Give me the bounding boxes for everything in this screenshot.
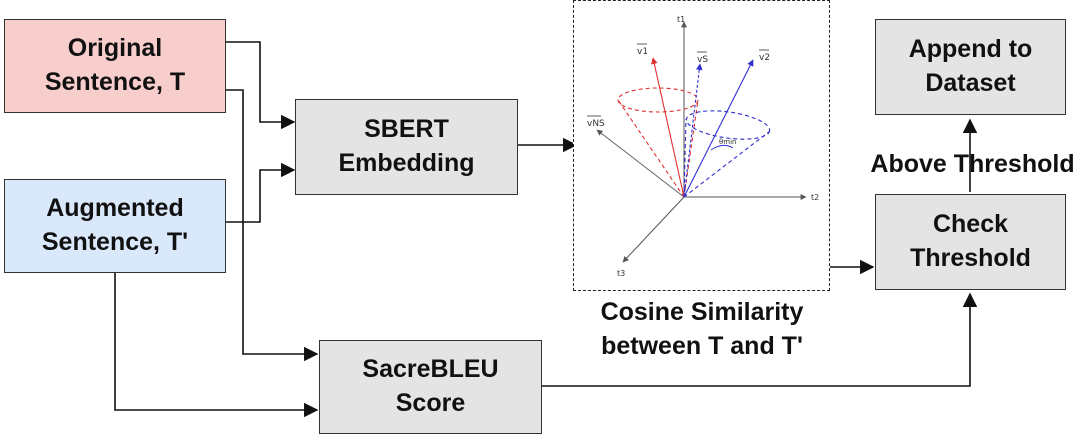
check-line1: Check xyxy=(932,210,1009,239)
sacrebleu-line2: Score xyxy=(395,389,466,417)
label-vs: vS xyxy=(697,55,708,65)
augmented-line1: Augmented xyxy=(46,194,184,223)
label-vns: vNS xyxy=(587,119,605,129)
cosine-similarity-figure: t1 t2 t3 v1 vS v2 vNS θmin xyxy=(573,0,830,291)
sacrebleu-line1: SacreBLEU xyxy=(362,355,499,384)
vector-v1 xyxy=(650,56,685,197)
edge-original-sbert xyxy=(226,41,296,130)
original-line2: Sentence, T xyxy=(44,68,186,96)
vector-v2 xyxy=(683,58,753,197)
above-threshold-label: Above Threshold xyxy=(870,150,1075,178)
axis-t3 xyxy=(622,196,684,262)
label-v1: v1 xyxy=(637,47,648,57)
vector-vs xyxy=(682,62,703,197)
edge-augmented-sbert xyxy=(226,162,296,223)
check-line2: Threshold xyxy=(910,244,1031,272)
sacrebleu-score-box: SacreBLEU Score xyxy=(319,340,542,434)
vector-overarrows xyxy=(586,43,769,116)
cosine-caption-line1: Cosine Similarity xyxy=(600,298,804,326)
original-line1: Original xyxy=(67,34,163,63)
label-v2: v2 xyxy=(759,53,770,63)
label-t1: t1 xyxy=(677,15,685,24)
label-theta: θmin xyxy=(719,138,736,146)
sbert-line2: Embedding xyxy=(338,149,475,177)
edge-original-sacrebleu xyxy=(226,89,319,362)
augmented-line2: Sentence, T' xyxy=(41,228,189,256)
red-cone-rim xyxy=(616,86,699,113)
vector-vns xyxy=(596,129,684,197)
cosine-caption-line2: between T and T' xyxy=(601,331,803,360)
edge-sacrebleu-check xyxy=(542,292,978,387)
sbert-embedding-box: SBERT Embedding xyxy=(295,99,518,195)
red-cone-edge-left xyxy=(617,99,684,197)
label-t3: t3 xyxy=(617,269,625,278)
sbert-line1: SBERT xyxy=(364,115,449,144)
cone-diagram-svg: t1 t2 t3 v1 vS v2 vNS θmin xyxy=(586,15,819,278)
blue-cone-edge-left xyxy=(682,118,687,197)
append-dataset-box: Append to Dataset xyxy=(875,19,1066,115)
append-line2: Dataset xyxy=(925,69,1016,97)
cosine-similarity-caption: Cosine Similarity between T and T' xyxy=(562,296,842,364)
theta-arc xyxy=(710,144,733,150)
label-t2: t2 xyxy=(811,193,819,202)
append-line1: Append to xyxy=(908,35,1033,64)
edge-augmented-sacrebleu xyxy=(114,272,319,418)
